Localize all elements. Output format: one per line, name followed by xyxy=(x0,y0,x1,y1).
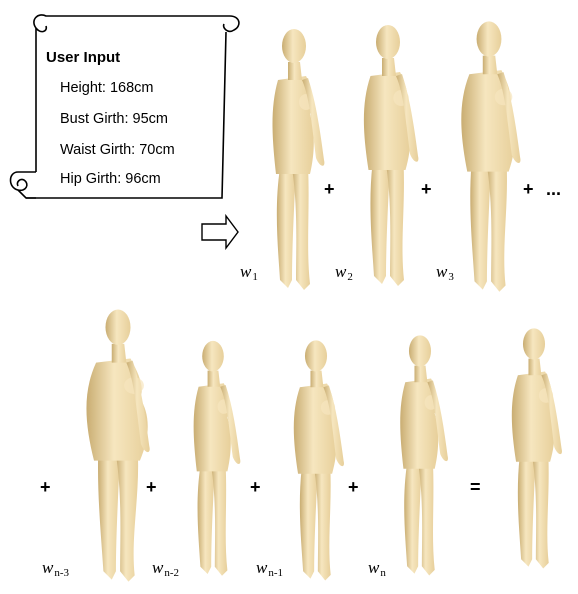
body-leg-front xyxy=(314,466,331,580)
body-leg-front xyxy=(386,162,404,286)
input-hip-girth: Hip Girth: 96cm xyxy=(60,171,161,187)
plus-sign: + xyxy=(324,180,335,198)
body-head xyxy=(376,25,400,59)
body-model-2 xyxy=(338,6,438,302)
input-waist-girth: Waist Girth: 70cm xyxy=(60,142,175,158)
body-leg-back xyxy=(300,468,318,578)
weight-label: w2 xyxy=(335,262,353,283)
body-leg-back xyxy=(404,463,422,573)
body-head xyxy=(105,309,130,344)
plus-sign: + xyxy=(146,478,157,496)
body-head xyxy=(477,21,502,56)
body-head xyxy=(409,335,431,366)
body-model-n-2 xyxy=(168,324,258,590)
body-neck xyxy=(310,371,323,388)
body-leg-back xyxy=(518,456,536,566)
body-leg-front xyxy=(116,452,138,581)
plus-sign: + xyxy=(421,180,432,198)
body-model-n-3 xyxy=(62,298,174,590)
body-leg-back xyxy=(370,164,390,284)
body-leg-back xyxy=(98,454,120,579)
body-leg-back xyxy=(470,165,491,289)
body-leg-front xyxy=(532,454,549,568)
plus-sign: + xyxy=(40,478,51,496)
plus-sign: + xyxy=(348,478,359,496)
body-neck xyxy=(528,359,541,376)
body-leg-front xyxy=(292,166,310,290)
weight-label: w3 xyxy=(436,262,454,283)
body-leg-front xyxy=(418,461,435,575)
body-neck xyxy=(208,371,221,387)
body-head xyxy=(202,341,224,372)
input-panel-title: User Input xyxy=(46,49,120,66)
weight-label: w1 xyxy=(240,262,258,283)
input-bust-girth: Bust Girth: 95cm xyxy=(60,111,168,127)
equals-sign: = xyxy=(470,478,481,496)
body-neck xyxy=(483,56,498,75)
body-model-3 xyxy=(436,10,542,300)
body-model-1 xyxy=(244,18,344,298)
body-neck xyxy=(112,344,127,363)
weight-label: wn-2 xyxy=(152,558,179,579)
ellipsis: ... xyxy=(546,180,561,198)
plus-sign: + xyxy=(523,180,534,198)
plus-sign: + xyxy=(250,478,261,496)
body-head xyxy=(305,340,327,371)
body-leg-back xyxy=(198,466,215,574)
body-model-n-1 xyxy=(270,328,362,590)
body-head xyxy=(523,328,545,359)
body-neck xyxy=(288,62,302,80)
arrow-icon xyxy=(202,216,238,248)
body-head xyxy=(282,29,306,63)
body-neck xyxy=(414,366,427,383)
weight-label: wn-3 xyxy=(42,558,69,579)
body-model-result xyxy=(488,302,578,592)
body-leg-back xyxy=(277,168,296,288)
input-height: Height: 168cm xyxy=(60,80,154,96)
body-neck xyxy=(382,58,396,76)
weight-label: wn-1 xyxy=(256,558,283,579)
weight-label: wn xyxy=(368,558,386,579)
body-leg-front xyxy=(487,163,507,291)
body-leg-front xyxy=(211,464,227,576)
body-model-n xyxy=(374,318,466,590)
